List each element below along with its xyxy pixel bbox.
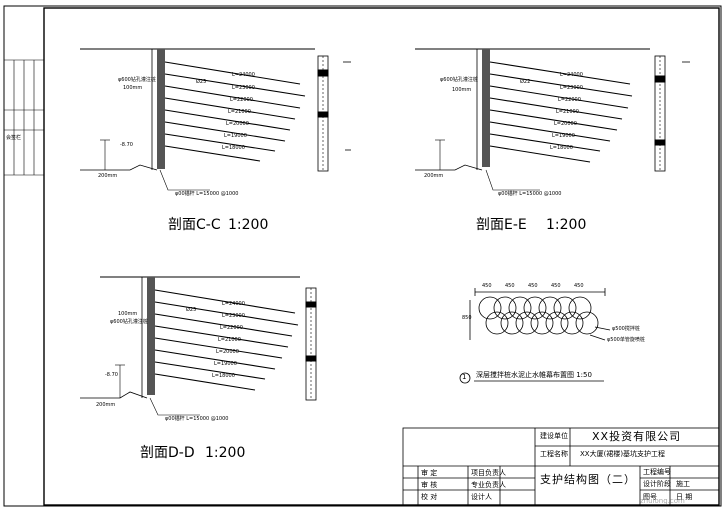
side-panel-label: 会签栏 [6,135,22,141]
anchor-label: L=22000 [220,325,243,331]
row-left-label: 审 定 [421,469,438,477]
section-ee [415,48,690,191]
wall-note: φ600钻孔灌注桩 [118,77,156,83]
section-ee-title: 剖面E-E [476,217,527,233]
base-note: 200mm [98,173,118,179]
detail-title: 深层搅拌桩水泥止水帷幕布置图 1:50 [476,371,592,379]
inner-frame [43,7,720,506]
project-label: 工程名称 [540,450,568,458]
pile-bottom-note: φ00锚杆 L=15000 @1000 [165,416,229,422]
outer-frame [3,5,722,507]
right-label: 设计阶段 [643,480,671,488]
row-left-label: 校 对 [421,493,438,501]
level-note: -8.70 [120,142,133,148]
anchor-label: L=20000 [554,121,577,127]
section-dd [80,276,317,416]
title-block [402,427,720,506]
anchor-label: L=22000 [558,97,581,103]
section-cc-title: 剖面C-C [168,217,221,233]
anchor-label: L=24000 [222,301,245,307]
pile-bottom-note: φ00锚杆 L=15000 @1000 [175,191,239,197]
anchor-sublabel: Ø25 [186,307,197,313]
anchor-label: L=23000 [560,85,583,91]
anchor-label: L=18000 [212,373,235,379]
pile-bottom-note: φ00锚杆 L=15000 @1000 [498,191,562,197]
base-note: 200mm [96,402,116,408]
anchor-label: L=19000 [224,133,247,139]
watermark: zhulong.com [640,497,685,505]
stage-value: 施工 [676,480,690,488]
detail-marker: 1 [462,373,467,381]
detail-note: φ500单管旋喷桩 [607,337,645,343]
anchor-label: L=20000 [216,349,239,355]
drawing-name: 支护结构图（二） [540,473,636,486]
right-label: 图号 [643,493,657,501]
row-left-label: 审 核 [421,481,438,489]
anchor-label: L=23000 [222,313,245,319]
anchor-label: L=19000 [214,361,237,367]
row-mid-label: 专业负责人 [471,481,506,489]
detail-dim: 450 [528,283,538,289]
anchor-label: L=21000 [218,337,241,343]
detail-dim: 450 [574,283,584,289]
anchor-label: L=24000 [560,72,583,78]
section-dd-scale: 1:200 [205,445,246,461]
anchor-label: L=21000 [556,109,579,115]
anchor-label: L=20000 [226,121,249,127]
section-cc [80,48,351,191]
anchor-label: L=23000 [232,85,255,91]
detail-mixing-piles [459,288,611,384]
section-ee-scale: 1:200 [546,217,587,233]
anchor-sublabel: Ø22 [520,79,531,85]
section-dd-title: 剖面D-D [140,445,195,461]
level-note: -8.70 [105,372,118,378]
anchor-sublabel: Ø25 [196,79,207,85]
company-label: 建设单位 [540,432,568,440]
company-name: XX投资有限公司 [592,430,682,443]
base-note: 200mm [424,173,444,179]
detail-dim: 450 [505,283,515,289]
wall-note: φ600钻孔灌注桩 [440,77,478,83]
detail-dim: 450 [482,283,492,289]
row-mid-label: 项目负责人 [471,469,506,477]
date-label: 日 期 [676,493,693,501]
detail-note: φ500搅拌桩 [612,326,640,332]
liner-note: 100mm [118,311,138,317]
right-label: 工程编号 [643,468,671,476]
binding-strip [4,59,44,176]
anchor-label: L=18000 [222,145,245,151]
anchor-label: L=22000 [230,97,253,103]
anchor-label: L=19000 [552,133,575,139]
project-name: XX大厦(裙楼)基坑支护工程 [580,450,666,458]
detail-side-dim: 850 [462,315,472,321]
wall-note: φ600钻孔灌注桩 [110,319,148,325]
liner-note: 100mm [452,87,472,93]
detail-dim: 450 [551,283,561,289]
section-cc-scale: 1:200 [228,217,269,233]
anchor-label: L=18000 [550,145,573,151]
row-mid-label: 设计人 [471,493,492,501]
anchor-label: L=24000 [232,72,255,78]
liner-note: 100mm [123,85,143,91]
anchor-label: L=21000 [228,109,251,115]
